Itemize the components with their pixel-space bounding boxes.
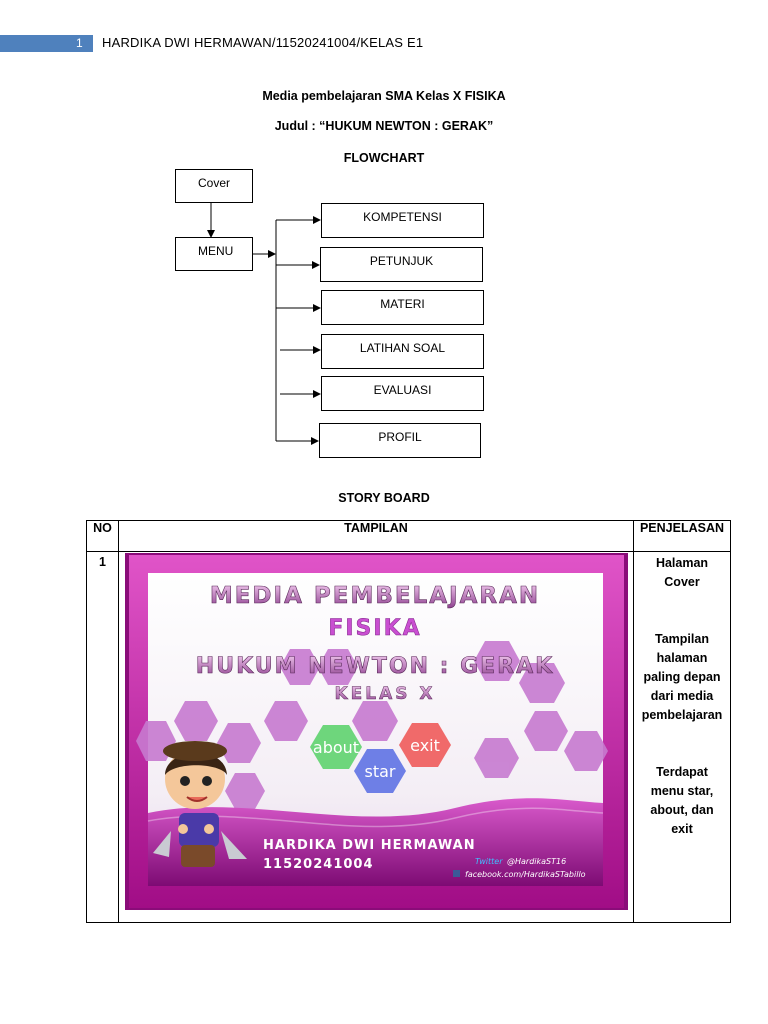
star-button[interactable]: star	[354, 749, 406, 793]
about-label: about	[313, 738, 359, 757]
penjelasan-line: Halaman	[655, 556, 709, 570]
penjelasan-line: exit	[671, 822, 693, 836]
header-tab	[0, 35, 93, 52]
facebook-link: facebook.com/HardikaSTabillo	[465, 870, 586, 879]
flow-box-menu: MENU	[175, 237, 253, 271]
penjelasan-line	[634, 592, 730, 611]
penjelasan-line	[634, 725, 730, 744]
flowchart-heading: FLOWCHART	[343, 151, 425, 165]
penjelasan-line: pembelajaran	[641, 708, 723, 722]
hexagon-decorations	[136, 641, 608, 809]
penjelasan-line	[634, 611, 730, 630]
penjelasan-line: about, dan	[650, 803, 714, 817]
character-mascot-image	[153, 741, 247, 867]
penjelasan-line: menu star,	[650, 784, 714, 798]
table-header-row: NO TAMPILAN PENJELASAN	[86, 520, 731, 552]
penjelasan-line: halaman	[656, 651, 708, 665]
twitter-handle: @HardikaST16	[507, 857, 566, 866]
flow-box-petunjuk: PETUNJUK	[320, 247, 483, 282]
penjelasan-line: Terdapat	[656, 765, 708, 779]
flowchart-connectors	[207, 203, 321, 445]
author-name: HARDIKA DWI HERMAWAN	[263, 838, 476, 853]
col-header-penjelasan: PENJELASAN	[633, 520, 731, 552]
flow-box-materi: MATERI	[321, 290, 484, 325]
cover-title-1: MEDIA PEMBELAJARAN	[210, 583, 540, 609]
flow-box-profil: PROFIL	[319, 423, 481, 458]
twitter-label: Twitter	[475, 857, 503, 866]
penjelasan-line: dari media	[650, 689, 714, 703]
doc-title: Judul : “HUKUM NEWTON : GERAK”	[274, 119, 494, 133]
cover-title-3: HUKUM NEWTON : GERAK	[196, 654, 554, 679]
penjelasan-line: Tampilan	[655, 632, 709, 646]
facebook-icon	[453, 870, 460, 877]
row-number: 1	[86, 551, 119, 923]
flow-box-kompetensi: KOMPETENSI	[321, 203, 484, 238]
cover-screenshot: MEDIA PEMBELAJARAN FISIKA HUKUM NEWTON :…	[125, 553, 628, 910]
penjelasan-line: Cover	[664, 575, 700, 589]
storyboard-heading: STORY BOARD	[338, 491, 430, 505]
author-id: 11520241004	[263, 857, 374, 872]
cover-title-4: KELAS X	[334, 684, 435, 704]
col-header-no: NO	[86, 520, 119, 552]
exit-button[interactable]: exit	[399, 723, 451, 767]
flow-box-latihan-soal: LATIHAN SOAL	[321, 334, 484, 369]
about-button[interactable]: about	[310, 725, 362, 769]
flow-box-evaluasi: EVALUASI	[321, 376, 484, 411]
star-label: star	[365, 762, 396, 781]
doc-subject: Media pembelajaran SMA Kelas X FISIKA	[262, 89, 506, 103]
penjelasan-line: paling depan	[643, 670, 721, 684]
cover-title-2: FISIKA	[328, 616, 421, 641]
header-title: HARDIKA DWI HERMAWAN/11520241004/KELAS E…	[102, 35, 424, 50]
exit-label: exit	[410, 736, 440, 755]
flow-box-cover: Cover	[175, 169, 253, 203]
page-number: 1	[76, 36, 83, 50]
penjelasan-line	[634, 744, 730, 763]
col-header-tampilan: TAMPILAN	[118, 520, 634, 552]
